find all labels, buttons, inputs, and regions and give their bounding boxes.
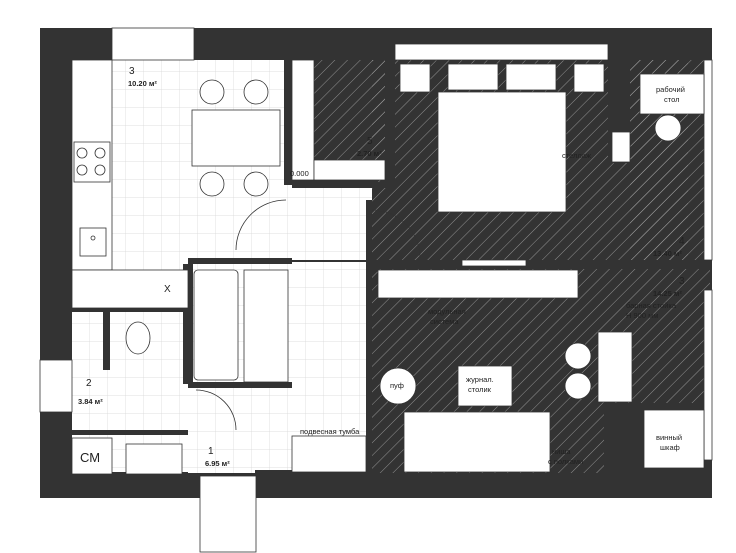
coffee-label-2: столик xyxy=(468,385,492,394)
living-furniture xyxy=(377,259,705,473)
room-num-bedroom: 4 xyxy=(679,236,685,247)
bathtub xyxy=(193,269,239,381)
shelving-label: стеллаж xyxy=(562,151,591,160)
bar-stool xyxy=(564,342,592,370)
stove-burner xyxy=(94,147,106,159)
washer-label: СМ xyxy=(80,450,100,465)
x-mark: X xyxy=(164,284,171,295)
hanging-cabinet-label: подвесная тумба xyxy=(300,427,360,436)
tv xyxy=(461,259,527,267)
modular-system xyxy=(377,269,579,299)
stove xyxy=(73,141,111,183)
room-num-bathroom: 2 xyxy=(86,378,92,389)
dining-set xyxy=(191,79,281,197)
desk-chair xyxy=(654,114,682,142)
modular-label: модульная xyxy=(428,307,466,316)
coffee-table xyxy=(457,365,513,407)
bath-sink xyxy=(125,443,183,475)
washing-machine xyxy=(71,437,113,475)
desk-label-2: стол xyxy=(664,95,679,104)
kitchen-sink xyxy=(79,227,107,257)
room-area-bathroom: 3.84 м² xyxy=(78,397,103,406)
room-area-hall: 6.95 м² xyxy=(205,459,230,468)
room-num-wardrobe: 5 xyxy=(367,136,373,147)
room-labels: 3 10.20 м² 5 2.70 м² 4 13.40 м² 3 14.25 … xyxy=(78,66,685,468)
room-area-kitchen: 10.20 м² xyxy=(128,79,157,88)
bar-stool xyxy=(564,372,592,400)
chair xyxy=(243,171,269,197)
dining-table xyxy=(191,109,281,167)
corridor-floor xyxy=(292,182,372,260)
wardrobe xyxy=(291,59,386,181)
wine-label-2: шкаф xyxy=(660,443,680,452)
wine-label: винный xyxy=(656,433,682,442)
bathroom-fixtures xyxy=(71,269,367,475)
entry-door xyxy=(199,475,257,553)
room-area-bedroom: 13.40 м² xyxy=(653,249,682,258)
bar-counter xyxy=(597,331,633,403)
stove-burner xyxy=(76,164,88,176)
bed xyxy=(399,63,605,213)
bedroom-door xyxy=(371,209,421,259)
toilet xyxy=(125,321,151,355)
level-label: 0.000 xyxy=(290,169,309,178)
pouf xyxy=(379,367,417,405)
chair xyxy=(243,79,269,105)
wardrobe-hall xyxy=(243,269,289,383)
bath-door xyxy=(195,389,237,431)
niche-label-2: с полками xyxy=(548,457,583,466)
kitchen-door xyxy=(235,199,287,251)
desk-label: рабочий xyxy=(656,85,685,94)
chair xyxy=(199,171,225,197)
room-area-wardrobe: 2.70 м² xyxy=(357,149,382,158)
hanging-cabinet xyxy=(291,435,367,473)
room-num-kitchen: 3 xyxy=(129,66,135,77)
windows xyxy=(39,27,713,461)
wine-cabinet xyxy=(643,409,705,469)
room-area-living: 14.25 м² xyxy=(653,289,682,298)
stove-burner xyxy=(76,147,88,159)
niche-label: ниша xyxy=(552,447,571,456)
room-num-hall: 1 xyxy=(208,446,214,457)
doors xyxy=(195,199,421,553)
shelving-unit xyxy=(611,131,631,163)
coffee-label: журнал. xyxy=(466,375,494,384)
room-num-living: 3 xyxy=(679,276,685,287)
bar-label: барная стойка xyxy=(626,301,677,310)
sofa xyxy=(403,411,551,473)
kitchen-counter xyxy=(71,59,189,309)
stove-burner xyxy=(94,164,106,176)
chair xyxy=(199,79,225,105)
modular-label-2: система xyxy=(430,317,459,326)
pouf-label: пуф xyxy=(390,381,404,390)
bar-label-2: H 900 мм xyxy=(626,311,658,320)
work-desk xyxy=(611,73,705,163)
